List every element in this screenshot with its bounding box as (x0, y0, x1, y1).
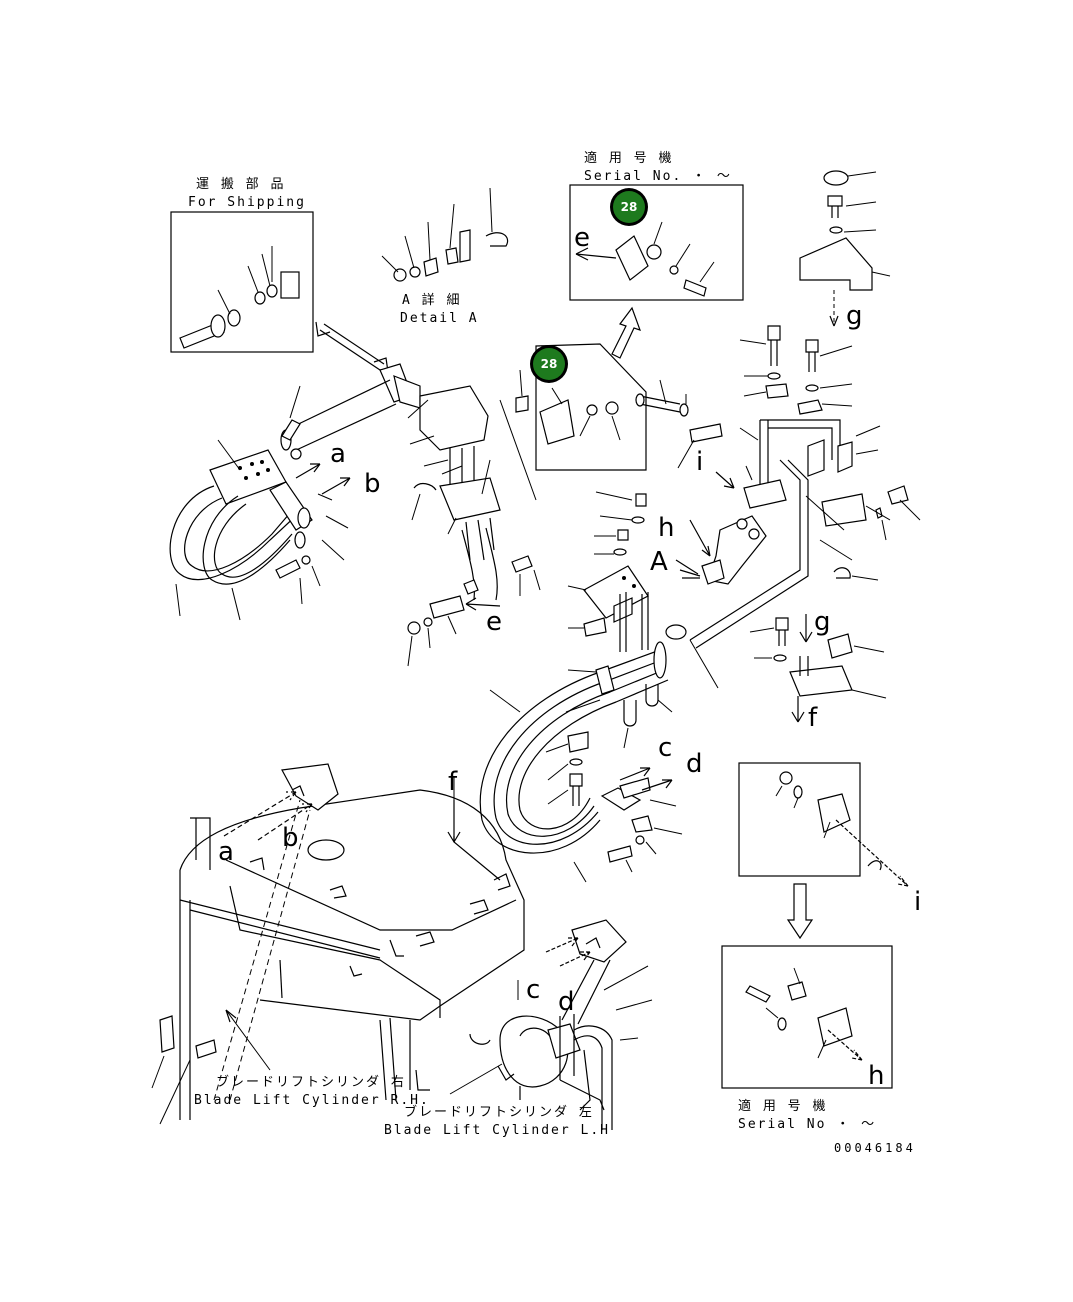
letter-b-body: b (282, 823, 299, 853)
detail-i-box: i (738, 762, 921, 940)
letter-g-mid: g (814, 607, 831, 637)
callout-badge[interactable] (613, 191, 645, 223)
lh-cylinder-area: c d ブレードリフトシリンダ 左 Blade Lift Cylinder L.… (384, 919, 653, 1138)
shipping-detail: 運 搬 部 品 For Shipping (170, 177, 314, 353)
detail-a-parts: A 詳 細 Detail A (381, 187, 509, 326)
shipping-parts (179, 246, 300, 349)
serial-top-label-jp: 適 用 号 機 (584, 150, 673, 166)
shipping-box (170, 211, 314, 353)
center-bracket-detail (499, 343, 647, 501)
letter-c-lower: c (526, 975, 540, 1005)
callout-text: 28 (541, 357, 558, 371)
letter-e-left: e (486, 607, 502, 637)
letter-d-mid: d (686, 749, 703, 779)
cylinder-rh-label-en: Blade Lift Cylinder R.H. (194, 1093, 430, 1108)
letter-a-body: a (218, 837, 234, 867)
letter-h-top: h (658, 513, 674, 543)
letter-i-top: i (696, 447, 703, 477)
callout-text: 28 (621, 200, 638, 214)
callout-28-center[interactable]: 28 (530, 345, 568, 383)
letter-g-top: g (846, 301, 863, 331)
serial-detail-bottom: h 適 用 号 機 Serial No ・ ～ (721, 945, 893, 1132)
center-plate-and-hoses: c d (479, 491, 703, 883)
detail-a-label-en: Detail A (400, 311, 479, 326)
callout-28-top[interactable]: 28 (610, 188, 648, 226)
letter-e-top: e (574, 223, 590, 253)
drawing-code: 00046184 (834, 1141, 916, 1155)
left-hose-assembly: a b e (169, 363, 541, 667)
right-bracket-assembly: g (635, 170, 921, 689)
letter-b-top: b (364, 469, 381, 499)
cylinder-lh-label-en: Blade Lift Cylinder L.H (384, 1123, 610, 1138)
letter-h-box: h (868, 1061, 884, 1091)
shipping-label-jp: 運 搬 部 品 (196, 177, 285, 192)
letter-f-left: f (448, 767, 458, 797)
letter-a-top: a (330, 439, 346, 469)
letter-d-lower: d (558, 987, 575, 1017)
cylinder-lh-label-jp: ブレードリフトシリンダ 左 (404, 1104, 594, 1120)
up-arrow (611, 306, 641, 359)
serial-top-box (569, 184, 744, 301)
serial-bottom-label-en: Serial No ・ ～ (738, 1117, 876, 1132)
letter-i-box: i (914, 887, 921, 917)
shipping-label-en: For Shipping (188, 195, 306, 210)
letter-c-mid: c (658, 733, 672, 763)
cylinder-rh-label-jp: ブレードリフトシリンダ 右 (216, 1074, 406, 1090)
serial-top-label-en: Serial No. ・ ～ (584, 169, 732, 184)
callout-badge[interactable] (533, 348, 565, 380)
letter-A: A (650, 547, 668, 577)
shipping-arrow (315, 321, 389, 373)
machine-body: f a b ブレードリフトシリンダ 右 Blade Lift Cylinder … (151, 763, 525, 1125)
detail-a-label-jp: A 詳 細 (402, 292, 461, 308)
letter-f-right: f (808, 703, 818, 733)
serial-bottom-label-jp: 適 用 号 機 (738, 1098, 827, 1114)
serial-detail-top: 適 用 号 機 Serial No. ・ ～ e (569, 150, 744, 301)
right-middle-assembly: g f (749, 607, 887, 733)
